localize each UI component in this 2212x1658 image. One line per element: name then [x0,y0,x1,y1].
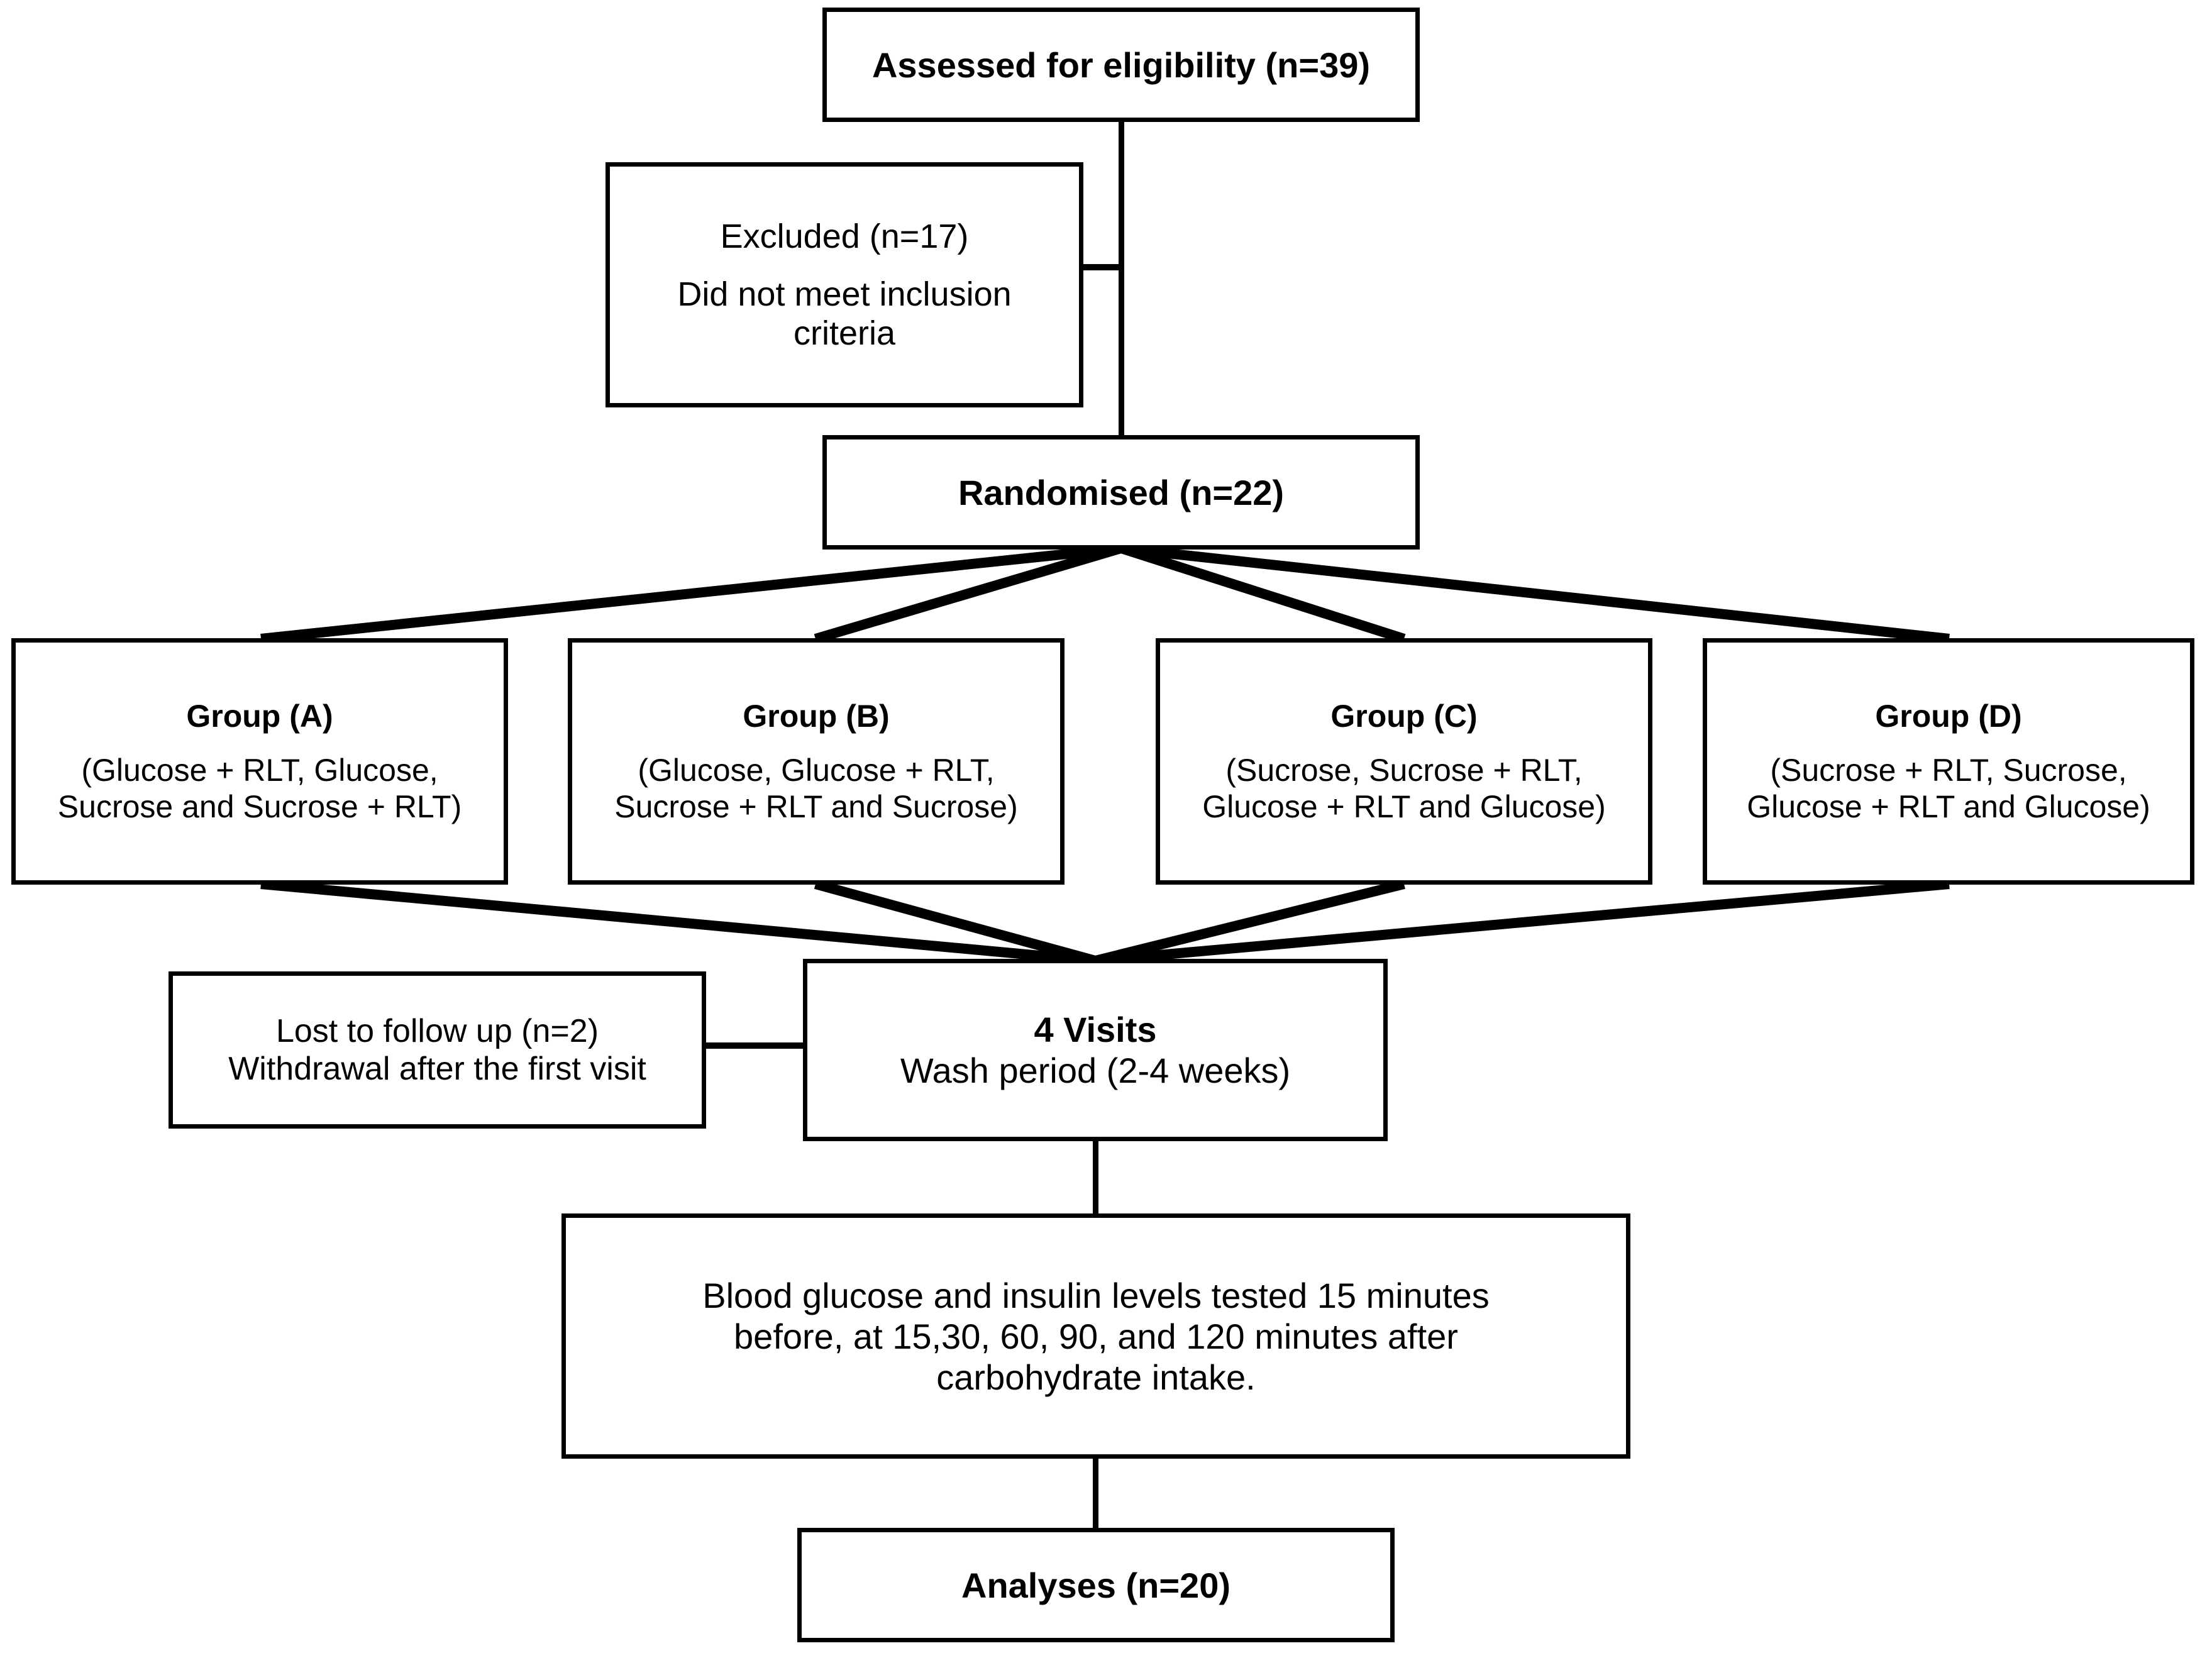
visits-title: 4 Visits [1034,1010,1157,1049]
excluded-count-label: Excluded (n=17) [720,218,969,256]
connector-blood-to-analyses [1093,1457,1098,1530]
node-blood-sampling-protocol: Blood glucose and insulin levels tested … [561,1213,1630,1459]
excluded-reason-line-1: Did not meet inclusion [677,275,1012,313]
blood-protocol-line-2: before, at 15,30, 60, 90, and 120 minute… [734,1316,1458,1356]
connector-lost-to-visits [703,1042,807,1049]
group-b-sequence-line-2: Sucrose + RLT and Sucrose) [614,788,1018,824]
node-randomised: Randomised (n=22) [822,435,1420,550]
group-a-title: Group (A) [186,699,333,734]
connector-visits-to-blood [1093,1140,1098,1216]
node-analyses: Analyses (n=20) [797,1528,1395,1642]
group-c-title: Group (C) [1330,699,1478,734]
group-d-sequence-line-2: Glucose + RLT and Glucose) [1747,788,2150,824]
group-a-sequence-line-2: Sucrose and Sucrose + RLT) [57,788,462,824]
node-group-b: Group (B) (Glucose, Glucose + RLT, Sucro… [568,638,1065,885]
node-group-a: Group (A) (Glucose + RLT, Glucose, Sucro… [11,638,508,885]
group-a-sequence-line-1: (Glucose + RLT, Glucose, [81,752,438,788]
lost-count-label: Lost to follow up (n=2) [275,1013,599,1049]
node-excluded: Excluded (n=17) Did not meet inclusion c… [606,162,1083,407]
group-d-sequence-line-1: (Sucrose + RLT, Sucrose, [1770,752,2127,788]
group-d-title: Group (D) [1875,699,2022,734]
connector-excluded-to-trunk [1081,264,1121,270]
assessed-label: Assessed for eligibility (n=39) [871,45,1371,85]
node-group-c: Group (C) (Sucrose, Sucrose + RLT, Gluco… [1156,638,1652,885]
group-c-sequence-line-1: (Sucrose, Sucrose + RLT, [1225,752,1583,788]
connector-assessed-to-randomised [1119,119,1124,438]
analyses-label: Analyses (n=20) [961,1565,1230,1605]
node-group-d: Group (D) (Sucrose + RLT, Sucrose, Gluco… [1703,638,2194,885]
lost-reason-label: Withdrawal after the first visit [228,1051,646,1087]
randomised-label: Randomised (n=22) [958,472,1285,512]
group-b-sequence-line-1: (Glucose, Glucose + RLT, [638,752,995,788]
node-assessed-for-eligibility: Assessed for eligibility (n=39) [822,8,1420,122]
group-b-title: Group (B) [743,699,890,734]
group-c-sequence-line-2: Glucose + RLT and Glucose) [1202,788,1606,824]
node-lost-to-follow-up: Lost to follow up (n=2) Withdrawal after… [169,971,706,1129]
excluded-reason-line-2: criteria [793,314,896,352]
blood-protocol-line-3: carbohydrate intake. [936,1357,1256,1397]
visits-wash-period-label: Wash period (2-4 weeks) [900,1051,1291,1090]
blood-protocol-line-1: Blood glucose and insulin levels tested … [702,1275,1490,1315]
node-four-visits: 4 Visits Wash period (2-4 weeks) [803,959,1388,1141]
